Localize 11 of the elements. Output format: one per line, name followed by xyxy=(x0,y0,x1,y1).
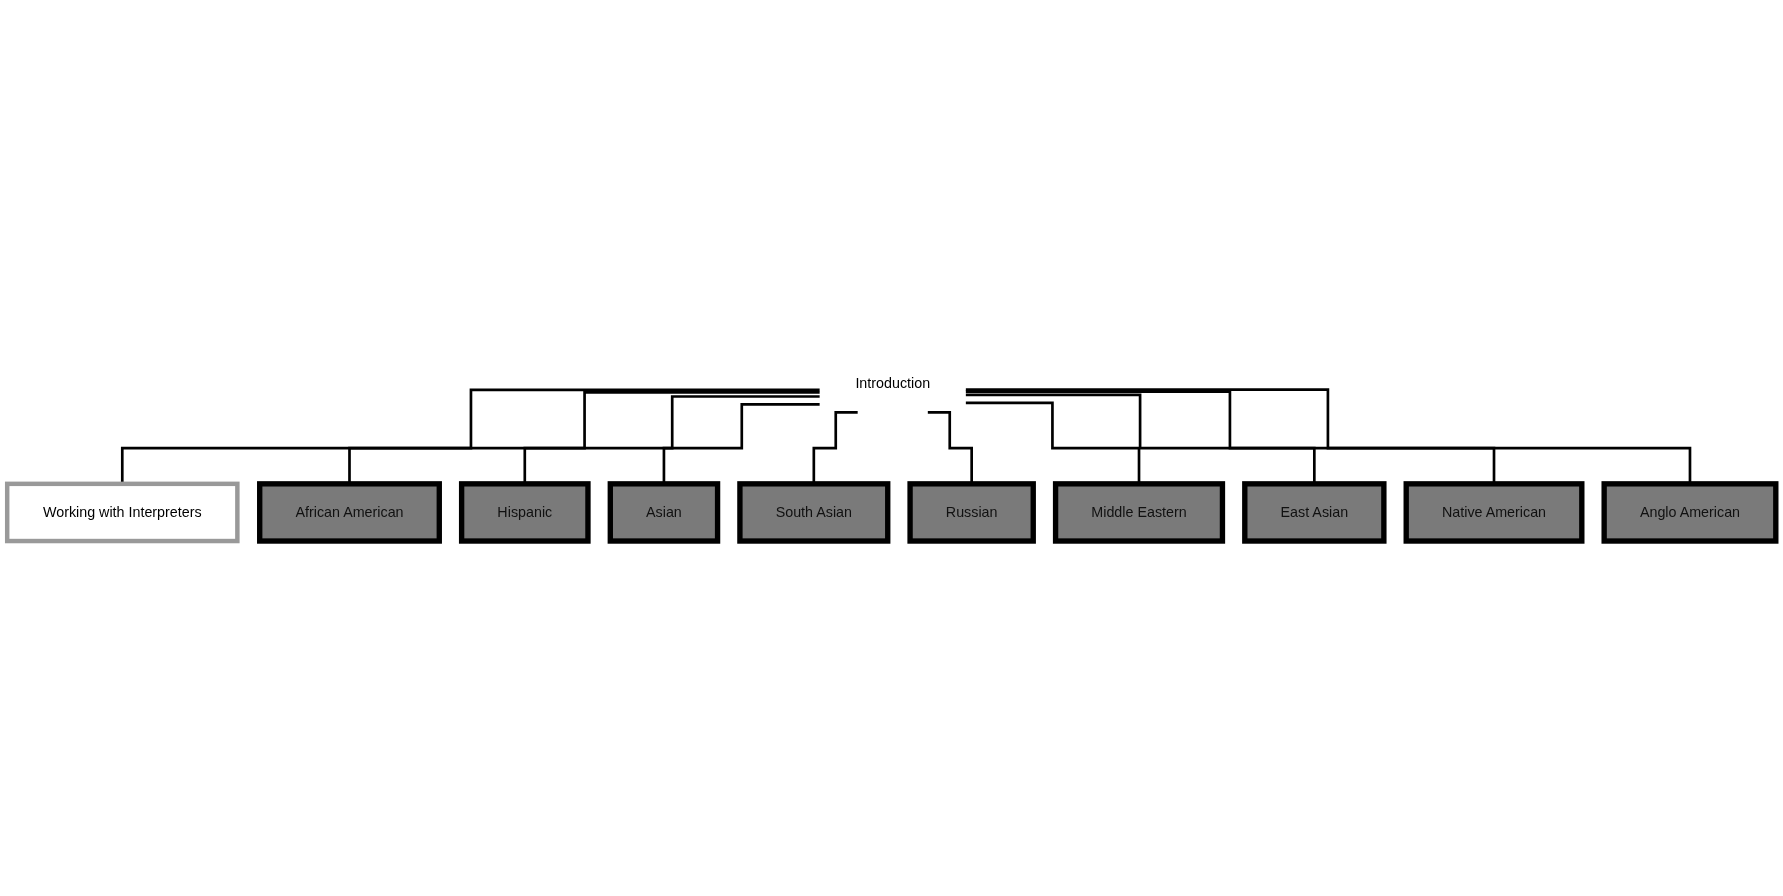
node-box: Middle Eastern xyxy=(1052,481,1226,544)
node-box: East Asian xyxy=(1242,481,1387,544)
node-box: Asian xyxy=(607,481,721,544)
node-box: South Asian xyxy=(737,481,891,544)
node-box: Anglo American xyxy=(1601,481,1779,544)
node-box: African American xyxy=(257,481,442,544)
node-box: Hispanic xyxy=(458,481,591,544)
node-box: Russian xyxy=(907,481,1036,544)
node-box: Native American xyxy=(1403,481,1585,544)
node-box: Working with Interpreters xyxy=(4,481,240,544)
node-text: Introduction xyxy=(855,375,931,391)
